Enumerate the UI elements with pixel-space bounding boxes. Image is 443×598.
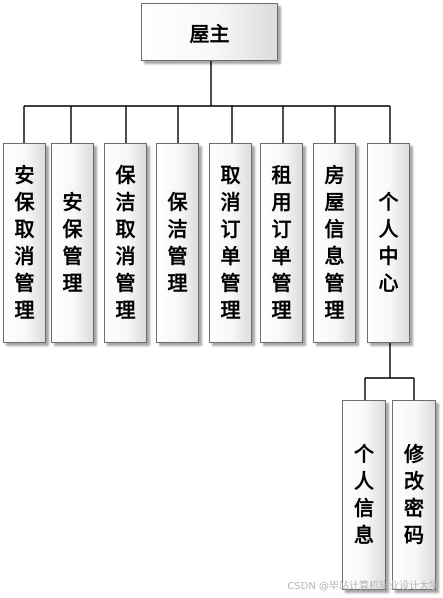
node-label: 个人中心: [378, 190, 399, 295]
node-label: 安保取消管理: [14, 163, 35, 322]
node-cleaning-management: 保洁管理: [156, 143, 199, 343]
node-cancel-order-management: 取消订单管理: [209, 143, 252, 343]
node-label: 个人信息: [354, 442, 374, 547]
root-node-owner: 屋主: [141, 3, 278, 61]
node-personal-info: 个人信息: [342, 400, 386, 590]
node-label: 房屋信息管理: [324, 163, 345, 322]
node-cleaning-cancel-management: 保洁取消管理: [104, 143, 147, 343]
node-house-info-management: 房屋信息管理: [313, 143, 356, 343]
node-label: 修改密码: [404, 442, 424, 547]
node-label: 保洁管理: [167, 190, 188, 295]
node-label: 取消订单管理: [220, 163, 241, 322]
node-security-cancel-management: 安保取消管理: [3, 143, 46, 343]
root-node-label: 屋主: [189, 21, 230, 46]
watermark: CSDN @毕站计算机毕业设计大学: [287, 581, 439, 592]
node-label: 安保管理: [62, 190, 83, 295]
node-label: 租用订单管理: [271, 163, 292, 322]
node-rental-order-management: 租用订单管理: [260, 143, 303, 343]
node-label: 保洁取消管理: [115, 163, 136, 322]
node-change-password: 修改密码: [392, 400, 436, 590]
node-security-management: 安保管理: [51, 143, 94, 343]
node-personal-center: 个人中心: [367, 143, 410, 343]
